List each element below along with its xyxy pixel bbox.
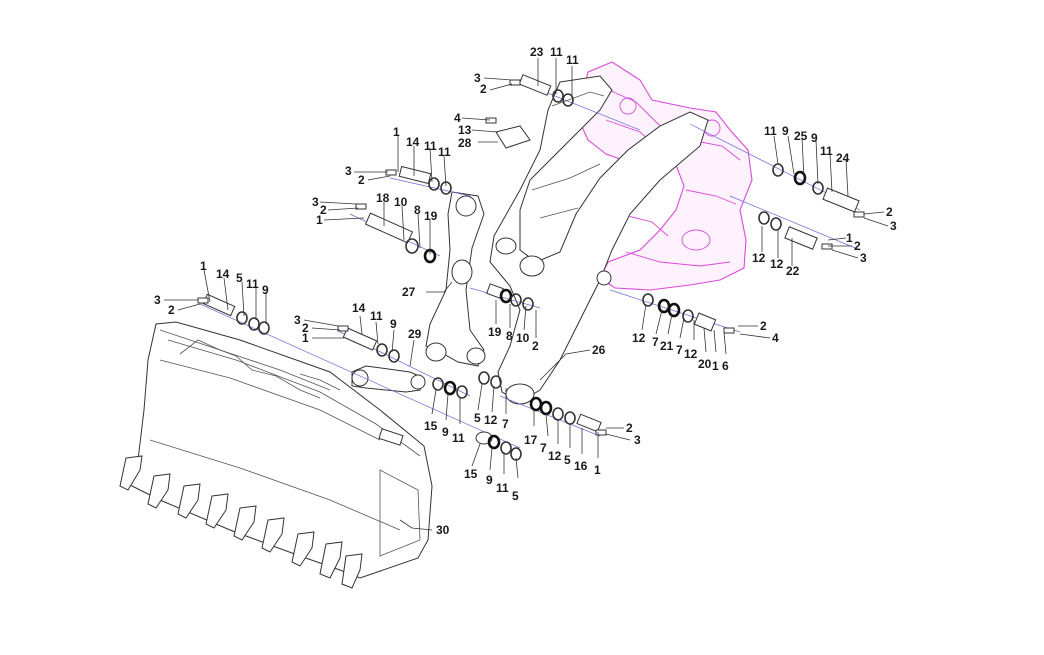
part-label: 9 xyxy=(782,124,789,138)
part-label: 12 xyxy=(548,449,562,463)
part-label: 30 xyxy=(436,523,450,537)
part-label: 10 xyxy=(516,331,530,345)
part-label: 2 xyxy=(302,321,309,335)
part-label: 3 xyxy=(890,219,897,233)
part-label: 11 xyxy=(496,481,509,495)
part-label: 9 xyxy=(486,473,493,487)
part-label: 27 xyxy=(402,285,416,299)
part-label: 12 xyxy=(632,331,646,345)
part-label: 7 xyxy=(502,417,509,431)
part-label: 8 xyxy=(414,203,421,217)
part-labels: 23 11 11 3 2 4 13 28 1 14 11 11 3 2 18 3… xyxy=(154,45,897,537)
part-label: 17 xyxy=(524,433,538,447)
part-label: 1 xyxy=(712,359,719,373)
part-label: 6 xyxy=(722,359,729,373)
part-label: 3 xyxy=(474,71,481,85)
part-label: 4 xyxy=(772,331,779,345)
part-label: 1 xyxy=(316,213,323,227)
part-label: 12 xyxy=(484,413,498,427)
part-label: 8 xyxy=(506,329,513,343)
part-label: 15 xyxy=(424,419,438,433)
part-label: 9 xyxy=(390,317,397,331)
part-label: 9 xyxy=(262,283,269,297)
part-label: 26 xyxy=(592,343,606,357)
part-label: 14 xyxy=(216,267,230,281)
part-label: 12 xyxy=(752,251,766,265)
part-label: 2 xyxy=(532,339,539,353)
bucket xyxy=(127,321,433,579)
part-label: 19 xyxy=(424,209,438,223)
part-label: 29 xyxy=(408,327,422,341)
part-label: 12 xyxy=(684,347,698,361)
part-label: 23 xyxy=(530,45,544,59)
part-label: 2 xyxy=(760,319,767,333)
part-label: 24 xyxy=(836,151,850,165)
tilt-link xyxy=(351,365,426,393)
part-label: 1 xyxy=(846,231,853,245)
part-label: 11 xyxy=(424,139,437,153)
part-label: 2 xyxy=(358,173,365,187)
part-label: 3 xyxy=(312,195,319,209)
part-label: 2 xyxy=(886,205,893,219)
part-label: 19 xyxy=(488,325,502,339)
part-label: 11 xyxy=(550,45,563,59)
part-label: 1 xyxy=(594,463,601,477)
part-label: 2 xyxy=(854,239,861,253)
part-label: 5 xyxy=(564,453,571,467)
part-label: 16 xyxy=(574,459,588,473)
part-label: 11 xyxy=(764,124,777,138)
part-label: 11 xyxy=(246,277,259,291)
boom-arm xyxy=(489,75,709,405)
part-label: 1 xyxy=(200,259,207,273)
tilt-lever xyxy=(425,191,486,367)
part-label: 4 xyxy=(454,111,461,125)
part-label: 11 xyxy=(820,144,833,158)
part-label: 25 xyxy=(794,129,808,143)
part-label: 18 xyxy=(376,191,390,205)
part-label: 14 xyxy=(352,301,366,315)
part-label: 3 xyxy=(634,433,641,447)
part-label: 2 xyxy=(168,303,175,317)
part-label: 7 xyxy=(540,441,547,455)
part-label: 1 xyxy=(393,125,400,139)
part-label: 2 xyxy=(320,203,327,217)
part-label: 21 xyxy=(660,339,674,353)
part-label: 3 xyxy=(154,293,161,307)
bucket-teeth xyxy=(119,455,363,589)
part-label: 7 xyxy=(652,335,659,349)
part-label: 14 xyxy=(406,135,420,149)
part-label: 15 xyxy=(464,467,478,481)
part-label: 1 xyxy=(302,331,309,345)
part-label: 3 xyxy=(345,164,352,178)
part-label: 11 xyxy=(370,309,383,323)
part-label: 11 xyxy=(438,145,451,159)
part-label: 12 xyxy=(770,257,784,271)
leader-lines xyxy=(164,58,889,531)
part-label: 22 xyxy=(786,264,800,278)
part-label: 7 xyxy=(676,343,683,357)
part-label: 3 xyxy=(860,251,867,265)
part-label: 2 xyxy=(480,82,487,96)
part-label: 11 xyxy=(452,431,465,445)
part-label: 11 xyxy=(566,53,579,67)
part-label: 20 xyxy=(698,357,712,371)
part-label: 28 xyxy=(458,136,472,150)
part-label: 9 xyxy=(442,425,449,439)
part-label: 5 xyxy=(474,411,481,425)
part-label: 5 xyxy=(512,489,519,503)
part-label: 2 xyxy=(626,421,633,435)
part-label: 10 xyxy=(394,195,408,209)
part-label: 3 xyxy=(294,313,301,327)
part-label: 9 xyxy=(811,131,818,145)
part-label: 13 xyxy=(458,123,472,137)
part-label: 5 xyxy=(236,271,243,285)
